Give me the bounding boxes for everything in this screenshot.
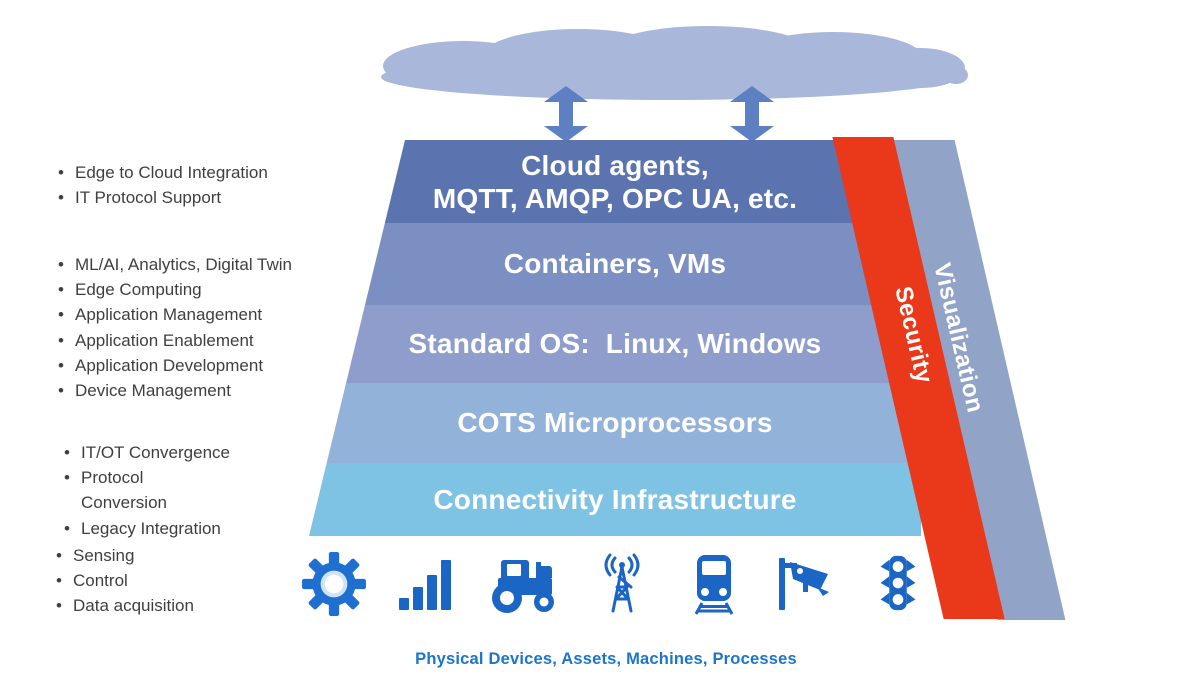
layer-label: Standard OS: Linux, Windows xyxy=(408,328,822,359)
layer-label: Connectivity Infrastructure xyxy=(433,483,797,515)
list-item: Device Management xyxy=(52,378,292,403)
stack-layer-connectivity-infrastructure: Connectivity Infrastructure xyxy=(309,463,921,536)
protocol-stack: Cloud agents, MQTT, AMQP, OPC UA, etc. C… xyxy=(309,140,960,536)
list-item: Edge to Cloud Integration xyxy=(52,160,268,185)
list-item: Protocol Conversion xyxy=(58,465,211,515)
train-icon xyxy=(684,553,744,615)
updown-arrow-icon xyxy=(730,86,774,142)
stack-layer-cots-microprocessors: COTS Microprocessors xyxy=(309,383,921,463)
layer-label: COTS Microprocessors xyxy=(457,407,773,438)
gear-icon xyxy=(301,551,367,617)
list-connectivity-capabilities: IT/OT Convergence Protocol Conversion Le… xyxy=(58,440,230,541)
stack-layer-containers-vms: Containers, VMs xyxy=(309,223,921,305)
device-icons-row xyxy=(301,546,929,622)
list-item: Application Enablement xyxy=(52,328,292,353)
list-item: Edge Computing xyxy=(52,277,292,302)
list-item: Application Development xyxy=(52,353,292,378)
cloud-shape xyxy=(381,26,968,100)
layer-label-line: MQTT, AMQP, OPC UA, etc. xyxy=(432,182,798,214)
list-cloud-layer-capabilities: Edge to Cloud Integration IT Protocol Su… xyxy=(52,160,268,211)
list-item: Control xyxy=(50,568,194,593)
footer-caption: Physical Devices, Assets, Machines, Proc… xyxy=(415,650,797,668)
cctv-camera-icon xyxy=(773,554,837,614)
list-item: Application Management xyxy=(52,302,292,327)
tractor-icon xyxy=(484,552,560,616)
list-edge-layer-capabilities: ML/AI, Analytics, Digital Twin Edge Comp… xyxy=(52,252,292,403)
traffic-light-icon xyxy=(867,552,929,616)
updown-arrow-icon xyxy=(544,86,588,142)
list-item: ML/AI, Analytics, Digital Twin xyxy=(52,252,292,277)
list-item: Sensing xyxy=(50,543,194,568)
stack-layer-cloud-agents: Cloud agents, MQTT, AMQP, OPC UA, etc. xyxy=(309,140,921,223)
layer-label: Containers, VMs xyxy=(503,248,727,279)
radio-tower-icon xyxy=(590,552,654,616)
list-item: IT/OT Convergence xyxy=(58,440,230,465)
stack-layer-standard-os: Standard OS: Linux, Windows xyxy=(309,305,921,383)
signal-bars-icon xyxy=(397,556,455,612)
list-device-capabilities: Sensing Control Data acquisition xyxy=(50,543,194,619)
layer-label-line: Cloud agents, xyxy=(521,149,709,181)
list-item: Legacy Integration xyxy=(58,516,230,541)
list-item: Data acquisition xyxy=(50,593,194,618)
list-item: IT Protocol Support xyxy=(52,185,268,210)
